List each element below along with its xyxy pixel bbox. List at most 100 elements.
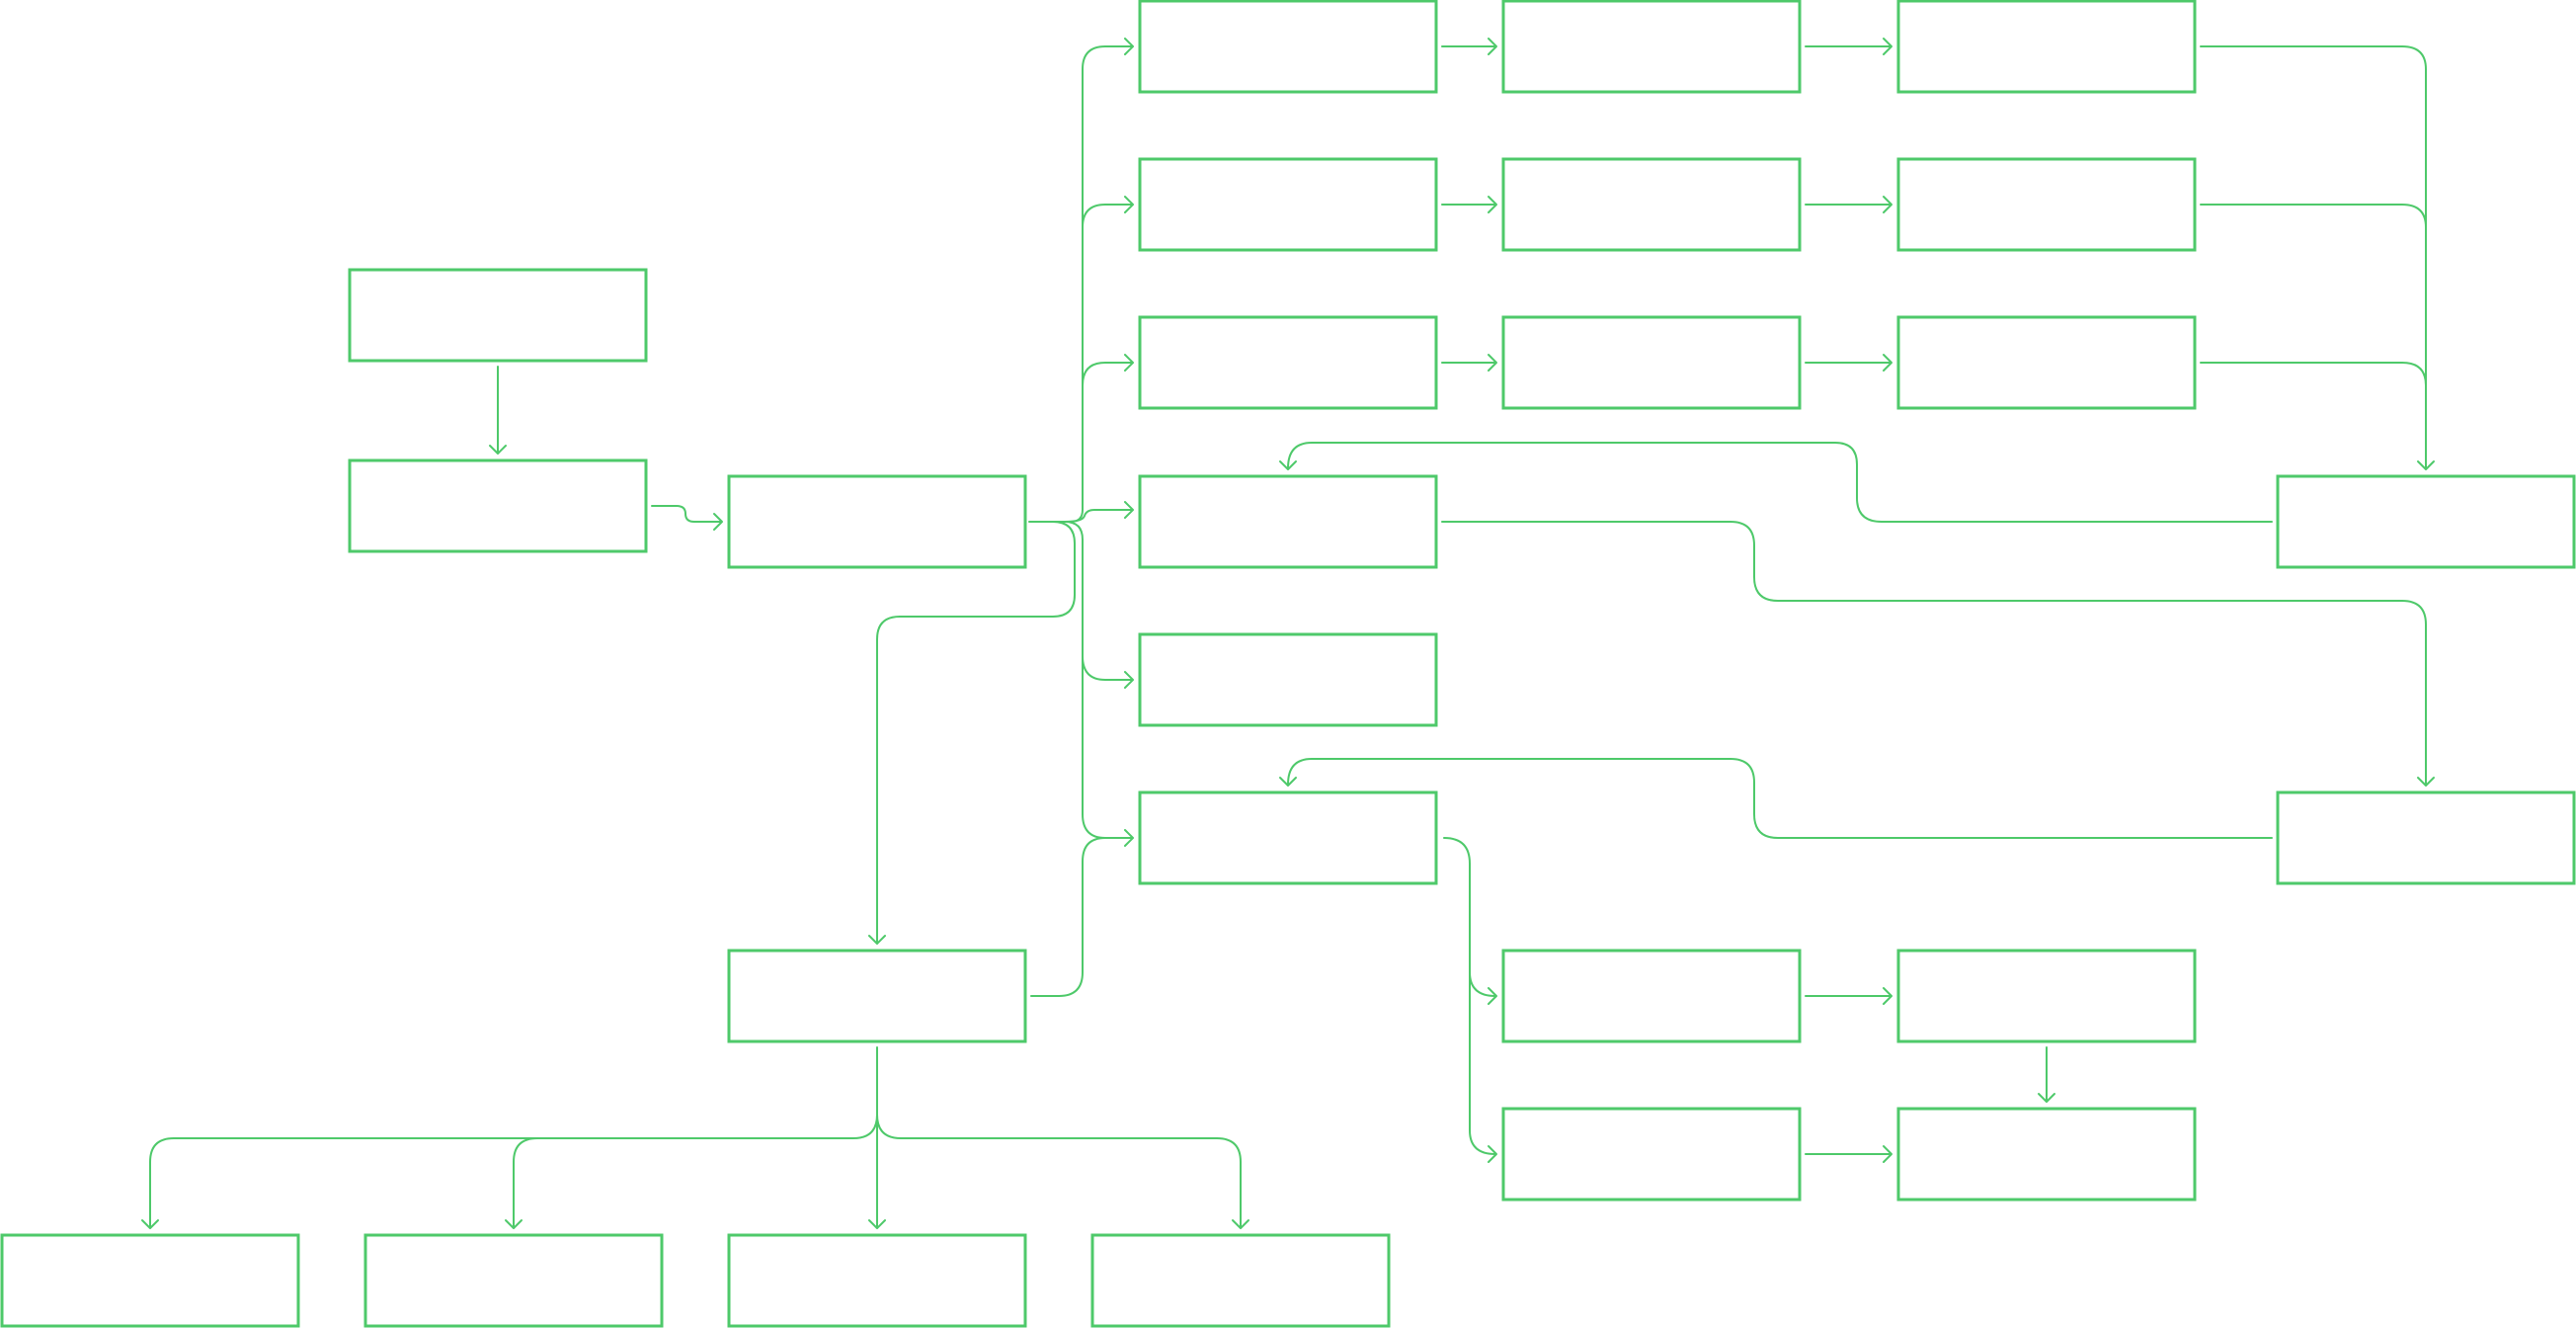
flow-node-r4c1	[1138, 474, 1438, 569]
connector-group	[141, 38, 2435, 1229]
arrowhead-lower-hub	[868, 935, 886, 945]
node-box	[348, 458, 648, 553]
arrowhead-leaf3	[868, 1219, 886, 1229]
flow-node-merge-bottom	[2276, 790, 2576, 885]
edge-lower-hub-to-leaf4	[876, 1114, 1242, 1228]
arrowhead-b1a	[1488, 987, 1497, 1005]
node-box	[1090, 1233, 1391, 1328]
arrowhead-r2c1	[1124, 196, 1134, 213]
arrowhead-b1b	[1883, 987, 1892, 1005]
edge-r1c3-to-merge-top	[2200, 45, 2427, 469]
node-box	[0, 1233, 300, 1328]
node-box	[1896, 315, 2197, 410]
arrowhead-merge-bottom	[2417, 777, 2435, 787]
flow-node-r3c1	[1138, 315, 1438, 410]
arrowhead-leaf1	[141, 1219, 159, 1229]
node-box	[1896, 1107, 2197, 1202]
edge-second-to-hub	[651, 505, 722, 523]
node-box	[1138, 790, 1438, 885]
node-box	[348, 268, 648, 363]
edge-lower-hub-to-leaf1	[149, 1046, 878, 1228]
node-box	[1501, 157, 1802, 252]
flow-node-r3c3	[1896, 315, 2197, 410]
flow-node-b1a	[1501, 949, 1802, 1043]
flow-node-second	[348, 458, 648, 553]
flow-node-r1c3	[1896, 0, 2197, 94]
edge-hub-to-r1c1	[1028, 45, 1133, 523]
node-box	[1138, 157, 1438, 252]
arrowhead-r1c2	[1488, 38, 1497, 55]
node-box	[1501, 949, 1802, 1043]
flow-node-r1c2	[1501, 0, 1802, 94]
arrowhead-merge-top	[2417, 460, 2435, 470]
flow-node-r3c2	[1501, 315, 1802, 410]
arrowhead-b2a	[1488, 1145, 1497, 1163]
edge-r2c3-to-merge-top	[2200, 204, 2427, 228]
arrowhead-r3c1	[1124, 354, 1134, 372]
flow-node-r5c1	[1138, 632, 1438, 727]
edge-hub-to-r3c1	[1082, 362, 1133, 386]
edge-r3c3-to-merge-top	[2200, 362, 2427, 386]
arrowhead-leaf2	[505, 1219, 523, 1229]
node-box	[1138, 474, 1438, 569]
arrowhead-r6c1	[1124, 829, 1134, 847]
node-box	[1501, 1107, 1802, 1202]
flow-node-hub	[727, 474, 1027, 569]
edge-hub-to-r4c1	[1064, 509, 1133, 523]
arrowhead-start-second	[489, 445, 507, 455]
node-box	[1138, 315, 1438, 410]
flow-node-b2a	[1501, 1107, 1802, 1202]
arrowhead-r2c2	[1488, 196, 1497, 213]
node-box	[1896, 0, 2197, 94]
flow-node-r2c2	[1501, 157, 1802, 252]
flow-node-merge-top	[2276, 474, 2576, 569]
node-box	[2276, 790, 2576, 885]
edge-lower-hub-to-leaf2	[513, 1137, 538, 1228]
node-box	[727, 474, 1027, 569]
edge-hub-to-r6c1	[1082, 655, 1133, 839]
arrowhead-b2b-from-b1b	[2038, 1093, 2055, 1103]
flow-node-leaf3	[727, 1233, 1027, 1328]
edge-hub-to-lower-hub	[876, 521, 1076, 944]
arrowhead-b2b	[1883, 1145, 1892, 1163]
arrowhead-r3c2	[1488, 354, 1497, 372]
node-box	[727, 949, 1027, 1043]
edge-lower-hub-to-r6c1	[1030, 837, 1106, 997]
flow-node-lower-hub	[727, 949, 1027, 1043]
arrowhead-r4c1-loop	[1279, 460, 1297, 470]
arrowhead-r3c3	[1883, 354, 1892, 372]
edge-hub-to-r2c1	[1082, 204, 1133, 228]
edge-r6c1-to-b2a	[1469, 971, 1496, 1155]
flow-node-r2c3	[1896, 157, 2197, 252]
flow-node-b2b	[1896, 1107, 2197, 1202]
node-box	[363, 1233, 664, 1328]
edge-merge-bottom-to-r6c1	[1287, 758, 2273, 839]
node-box	[1501, 0, 1802, 94]
arrowhead-r6c1-loop	[1279, 777, 1297, 787]
arrowhead-r1c1	[1124, 38, 1134, 55]
flow-node-leaf2	[363, 1233, 664, 1328]
edge-r4c1-to-merge-bottom	[1441, 521, 2427, 786]
arrowhead-r2c3	[1883, 196, 1892, 213]
node-box	[1138, 632, 1438, 727]
flow-node-r1c1	[1138, 0, 1438, 94]
flow-node-start	[348, 268, 648, 363]
flow-node-leaf4	[1090, 1233, 1391, 1328]
node-box	[2276, 474, 2576, 569]
edge-r6c1-to-b1a	[1443, 837, 1496, 997]
arrowhead-r1c3	[1883, 38, 1892, 55]
arrowhead-second-hub	[713, 513, 723, 531]
node-box	[1896, 949, 2197, 1043]
flow-node-r2c1	[1138, 157, 1438, 252]
node-box	[1501, 315, 1802, 410]
flow-node-leaf1	[0, 1233, 300, 1328]
arrowhead-leaf4	[1232, 1219, 1249, 1229]
node-box	[1896, 157, 2197, 252]
flow-node-r6c1	[1138, 790, 1438, 885]
flow-node-b1b	[1896, 949, 2197, 1043]
arrowhead-r5c1	[1124, 671, 1134, 689]
node-box	[727, 1233, 1027, 1328]
